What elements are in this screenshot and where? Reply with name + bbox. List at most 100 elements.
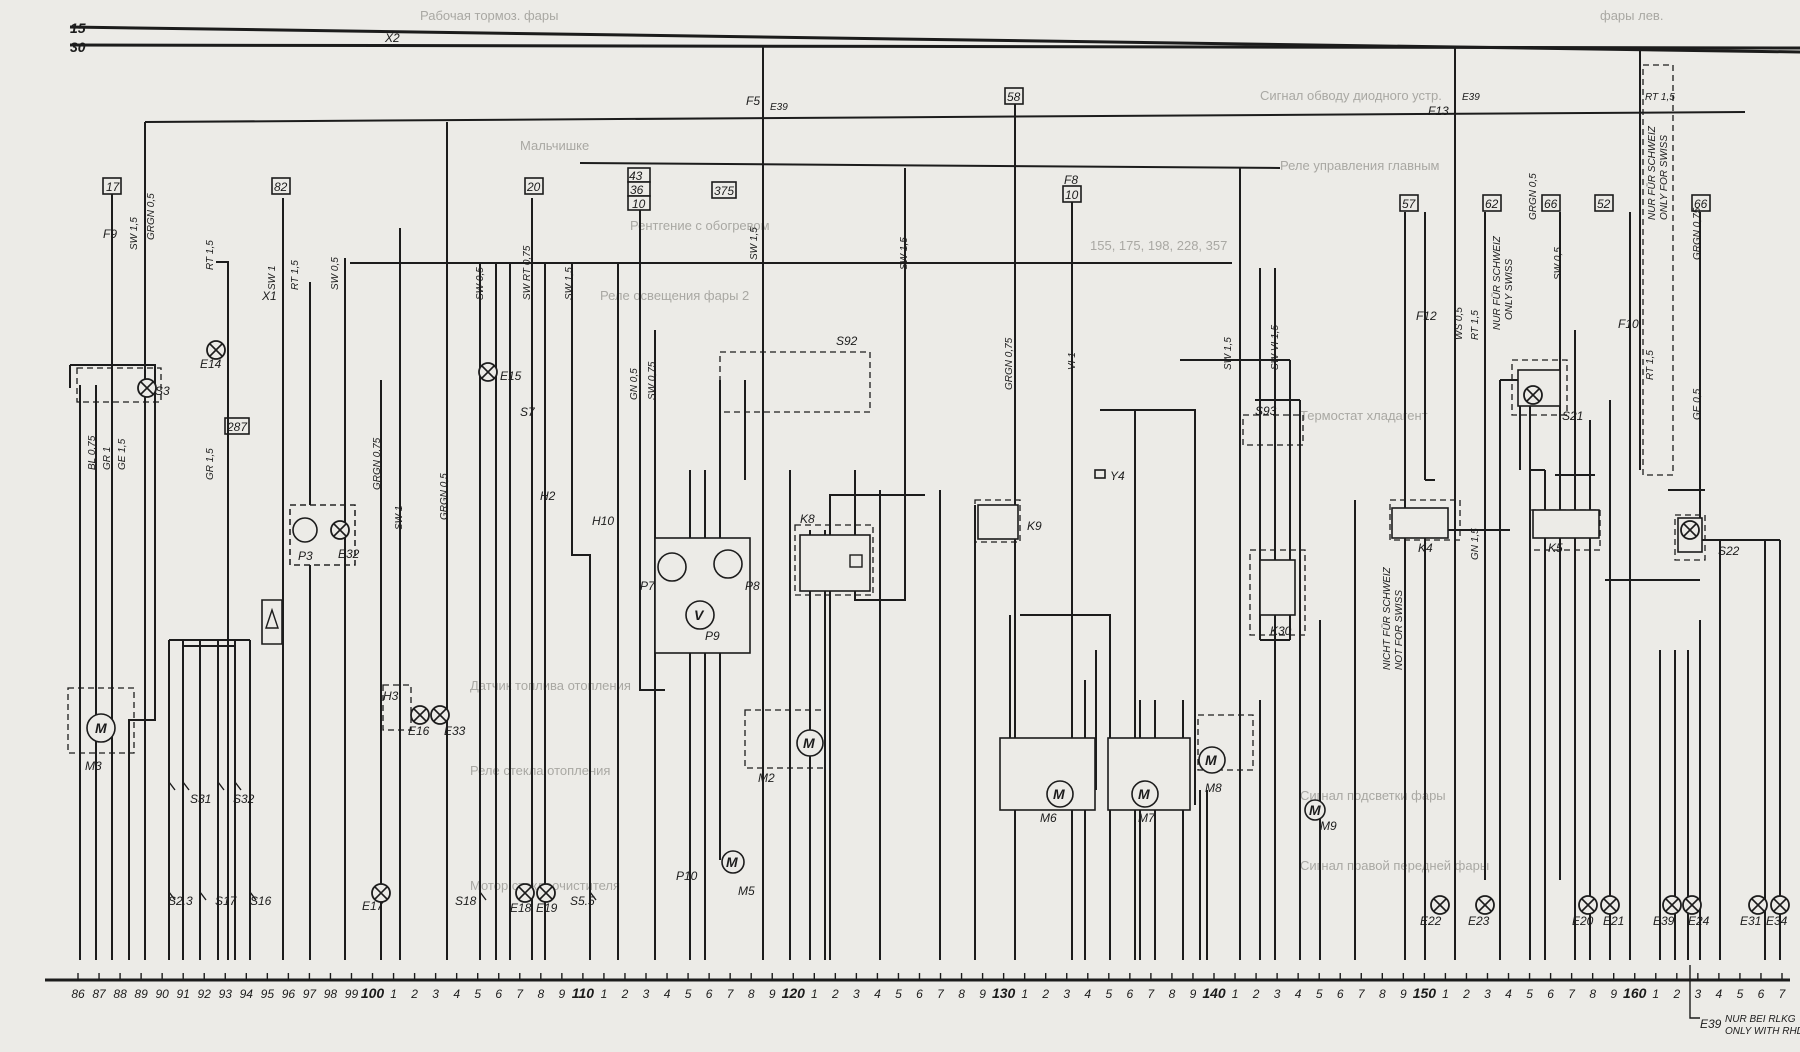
terminal-number: 88 [113,987,127,1001]
terminal-number: 6 [1547,987,1554,1001]
terminal-number: 9 [1190,987,1197,1001]
terminal-number: 90 [155,987,169,1001]
lamp-e31: E31 [1740,914,1761,928]
svg-text:M: M [803,735,815,751]
terminal-number: 6 [706,987,713,1001]
wire-label: GRGN 0,75 [1692,207,1703,260]
wire-label: GR 1,5 [205,448,216,480]
svg-text:V: V [694,607,705,623]
horn-h2: H2 [540,489,556,503]
switch-s16: S16 [250,894,272,908]
fuse-f8: F8 [1064,173,1078,187]
terminal-number: 1 [1232,987,1239,1001]
fuse-box-10: 10 [632,197,646,211]
terminal-number: 2 [1041,987,1049,1001]
terminal-number: 4 [1716,987,1723,1001]
switch-s7: S7 [520,405,536,419]
terminal-number: 8 [1169,987,1176,1001]
terminal-number: 150 [1413,985,1437,1001]
wire-label: VI 1 [1067,352,1078,370]
fuse-box-43: 43 [629,169,643,183]
component-p9: P9 [705,629,720,643]
terminal-number: 5 [1526,987,1533,1001]
terminal-number: 2 [1252,987,1260,1001]
terminal-number: 2 [621,987,629,1001]
svg-text:Сигнал подсветки фары: Сигнал подсветки фары [1300,788,1446,803]
terminal-number: 94 [240,987,254,1001]
fuse-box-36: 36 [630,183,644,197]
terminal-number: 7 [727,987,735,1001]
motors: M M3 M M2 M M5 M M6 M M7 M M8 M M9 V P7 … [67,504,1337,898]
wire-label: SW 0,5 [475,267,486,300]
terminal-number: 86 [71,987,85,1001]
fuse-box-20: 20 [526,180,541,194]
wire-label: SW 1,5 [899,237,910,270]
component-m8: M8 [1205,781,1222,795]
terminal-number: 89 [134,987,148,1001]
note-swiss-2b: ONLY FOR SWISS [1659,135,1670,220]
relay-k4: K4 [1418,541,1433,555]
svg-text:Сигнал обводу диодного устр.: Сигнал обводу диодного устр. [1260,88,1442,103]
lamp-e20: E20 [1572,914,1594,928]
terminal-number: 4 [664,987,671,1001]
svg-text:RT 1,5: RT 1,5 [1645,92,1675,103]
lamp-e19: E19 [536,901,558,915]
country-notes: NUR FÜR SCHWEIZ ONLY SWISS NUR FÜR SCHWE… [1381,125,1670,670]
terminal-number: 92 [198,987,212,1001]
terminal-number: 1 [1021,987,1028,1001]
fuse-box-287: 287 [226,420,248,434]
wire-label: RT 1,5 [1645,350,1656,380]
switch-s32: S32 [233,792,255,806]
wire-label: GRGN 0,5 [439,473,450,520]
fuse-f10: F10 [1618,317,1639,331]
wire-label: RT 1,5 [1470,310,1481,340]
svg-text:Мальчишке: Мальчишке [520,138,589,153]
lamp-e16: E16 [408,724,430,738]
terminal-number: 87 [92,987,107,1001]
wire-label: SW 0,5 [330,257,341,290]
terminal-number: 6 [1127,987,1134,1001]
fuse-box-52: 52 [1597,197,1611,211]
terminal-number: 7 [937,987,945,1001]
wire-label: GR 1 [102,447,113,470]
lamp-e15: E15 [500,369,522,383]
terminal-number: 1 [1652,987,1659,1001]
terminal-number: 9 [1610,987,1617,1001]
fuse-box-62: 62 [1485,197,1499,211]
lamp-e17: E17 [362,899,385,913]
relay-k8: K8 [800,512,815,526]
svg-text:M: M [726,854,738,870]
switches-lower: S31 S32 S2.3 S17 S16 S18 S5.5 [168,781,597,908]
svg-text:Реле стекла отопления: Реле стекла отопления [470,763,610,778]
wire-label: GE 1,5 [117,438,128,470]
terminal-number: 9 [769,987,776,1001]
terminal-number: 98 [324,987,338,1001]
terminal-number: 8 [537,987,544,1001]
svg-text:M: M [1138,786,1150,802]
component-m9: M9 [1320,819,1337,833]
bus-label-30: 30 [70,39,86,55]
footnote-text: NUR BEI RLKG [1725,1014,1796,1025]
fuse-box-66: 66 [1544,197,1558,211]
terminal-number: 4 [1084,987,1091,1001]
wire-label: GN 0,5 [629,368,640,400]
terminal-number: 120 [782,985,806,1001]
terminal-number: 5 [1316,987,1323,1001]
wire-label: RT 1,5 [205,240,216,270]
switch-s18: S18 [455,894,477,908]
footnote-ref: E39 [1700,1017,1722,1031]
terminal-number: 99 [345,987,359,1001]
terminal-number: 3 [643,987,650,1001]
component-m7: M7 [1138,811,1156,825]
terminal-number: 4 [874,987,881,1001]
note-swiss-1: NUR FÜR SCHWEIZ [1491,235,1503,330]
power-bus: 15 30 F5 E39 F13 E39 RT 1,5 [69,20,1800,960]
svg-text:Сигнал правой передней фары: Сигнал правой передней фары [1300,858,1489,873]
terminal-number: 4 [1505,987,1512,1001]
switch-s55: S5.5 [570,894,595,908]
terminal-number: 6 [495,987,502,1001]
wire-label: GRGN 0,5 [146,193,157,240]
terminal-number: 5 [685,987,692,1001]
